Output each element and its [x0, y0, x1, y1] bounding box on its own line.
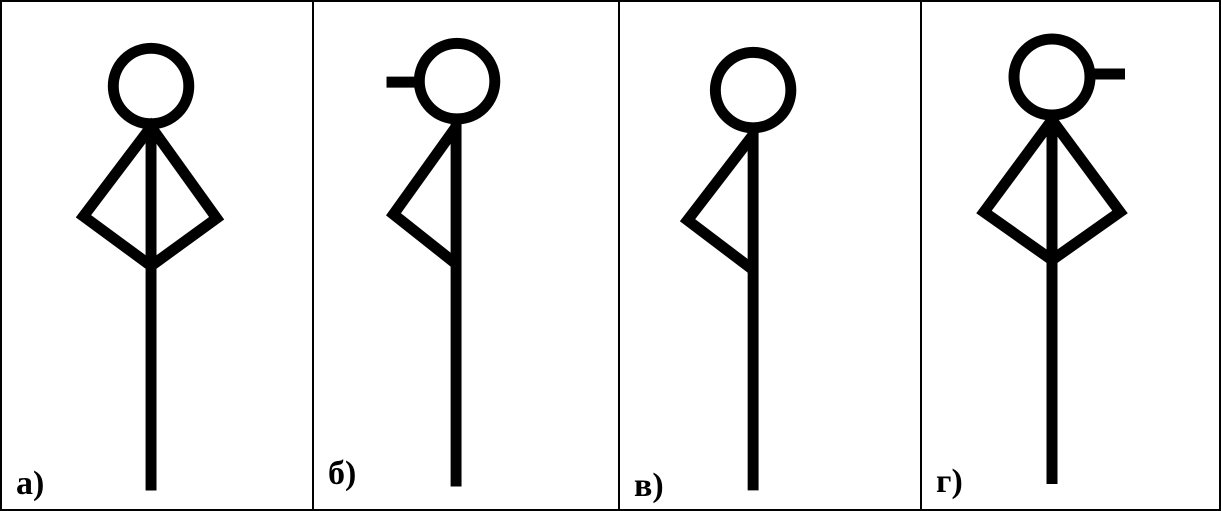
- stick-figure-a: [2, 2, 312, 509]
- option-label-b: б): [328, 457, 356, 491]
- arm-triangle-left: [688, 135, 754, 270]
- head-circle: [1014, 39, 1090, 115]
- option-label-a: а): [16, 467, 44, 501]
- stick-figure-d: [922, 2, 1219, 509]
- option-b-cell: б): [314, 2, 620, 509]
- option-a-cell: а): [2, 2, 314, 509]
- stick-figure-b: [314, 2, 618, 509]
- option-label-c: в): [634, 469, 664, 503]
- option-c-cell: в): [620, 2, 922, 509]
- arm-triangle-left: [393, 127, 456, 264]
- head-circle: [113, 48, 189, 124]
- head-circle: [715, 52, 790, 127]
- option-label-d: г): [936, 465, 963, 499]
- option-d-cell: г): [922, 2, 1219, 509]
- head-circle: [419, 43, 495, 119]
- stick-figure-c: [620, 2, 920, 509]
